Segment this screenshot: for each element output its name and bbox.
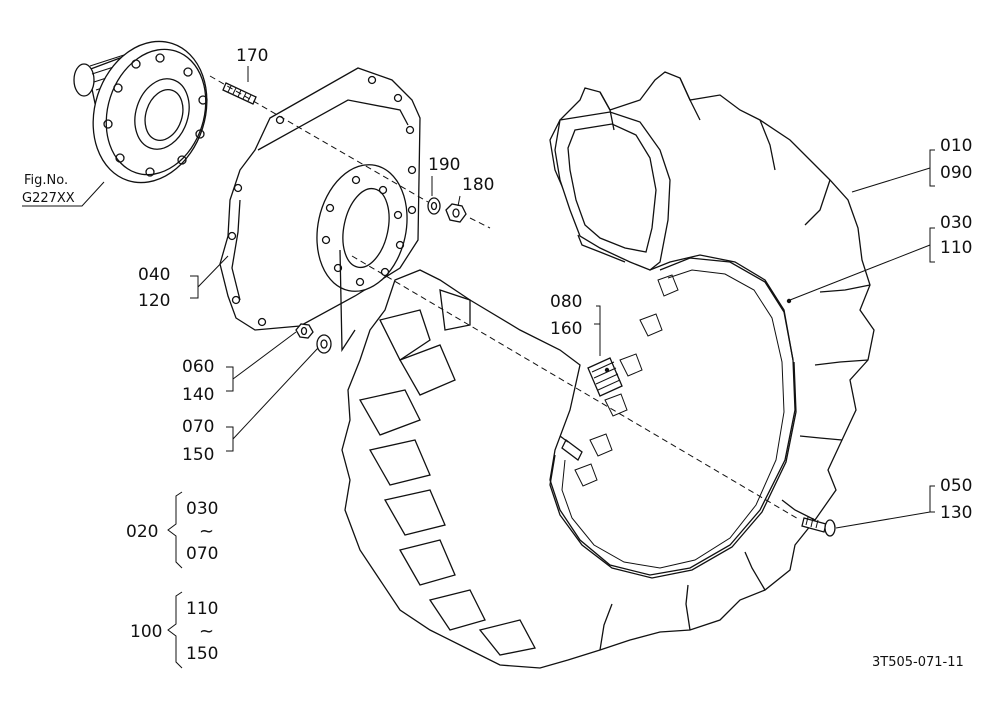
group-020-to: 070 — [186, 544, 218, 564]
group-020-from: 030 — [186, 499, 218, 519]
tire — [341, 71, 875, 669]
rim-bolt — [801, 516, 836, 537]
wheel-disc — [219, 67, 421, 353]
washer-and-nut-lower — [295, 323, 332, 354]
group-100: 100 110 ~ 150 — [130, 599, 218, 664]
leader-lines — [22, 66, 935, 669]
label-110: 110 — [940, 238, 972, 258]
group-020-sep: ~ — [199, 521, 214, 542]
label-010: 010 — [940, 136, 972, 156]
fig-ref-line1: Fig.No. — [24, 173, 68, 188]
group-020: 020 030 ~ 070 — [126, 499, 218, 564]
figure-reference: Fig.No. G227XX — [22, 173, 75, 206]
group-100-label: 100 — [130, 622, 162, 642]
assembly-centerlines — [209, 75, 801, 521]
part-labels: 170 190 180 010 090 030 110 040 120 080 … — [138, 46, 972, 523]
label-140: 140 — [182, 385, 214, 405]
label-plate — [587, 357, 623, 397]
drawing-code: 3T505-071-11 — [872, 655, 964, 670]
label-160: 160 — [550, 319, 582, 339]
group-100-from: 110 — [186, 599, 218, 619]
group-100-sep: ~ — [199, 621, 214, 642]
label-150: 150 — [182, 445, 214, 465]
label-190: 190 — [428, 155, 460, 175]
label-070: 070 — [182, 417, 214, 437]
label-130: 130 — [940, 503, 972, 523]
label-030: 030 — [940, 213, 972, 233]
label-170: 170 — [236, 46, 268, 66]
fig-ref-line2: G227XX — [22, 191, 75, 206]
label-050: 050 — [940, 476, 972, 496]
label-120: 120 — [138, 291, 170, 311]
washer-and-nut-upper — [427, 197, 467, 223]
label-080: 080 — [550, 292, 582, 312]
label-090: 090 — [940, 163, 972, 183]
label-180: 180 — [462, 175, 494, 195]
group-020-label: 020 — [126, 522, 158, 542]
axle-hub — [73, 40, 208, 184]
group-100-to: 150 — [186, 644, 218, 664]
label-040: 040 — [138, 265, 170, 285]
label-060: 060 — [182, 357, 214, 377]
